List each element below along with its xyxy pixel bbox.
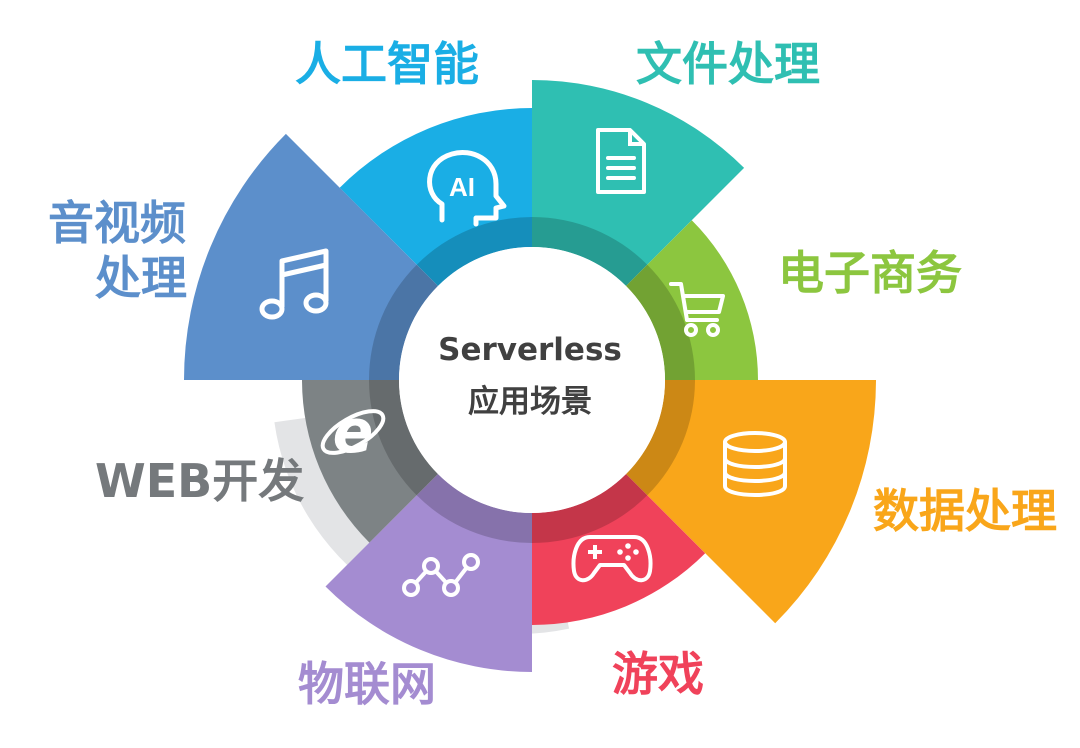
database-icon — [723, 431, 787, 497]
shopping-cart-icon — [669, 282, 725, 337]
segment-band-web — [368, 380, 438, 496]
document-icon — [596, 128, 646, 194]
center-title: Serverless — [438, 332, 622, 368]
music-note-icon — [259, 248, 329, 320]
segment-band-media — [368, 264, 438, 380]
ie-browser-icon: e — [320, 397, 386, 467]
label-game: 游戏 — [612, 647, 704, 701]
label-media-line1: 音视频 — [48, 196, 186, 250]
segment-ecom — [626, 220, 758, 380]
segment-web — [302, 380, 438, 543]
network-icon — [402, 553, 480, 597]
svg-text:e: e — [333, 397, 374, 467]
ring-icons: AI e — [259, 128, 787, 597]
label-web-dev: WEB开发 — [95, 454, 305, 508]
segment-band-ecom — [626, 264, 695, 380]
ai-head-icon: AI — [427, 150, 507, 227]
svg-text:AI: AI — [449, 172, 475, 202]
center-subtitle: 应用场景 — [468, 384, 592, 420]
segment-band-iot — [416, 474, 532, 543]
segment-band-game — [532, 474, 648, 543]
segment-game — [532, 474, 706, 625]
segment-data — [626, 380, 876, 624]
label-ai: 人工智能 — [295, 37, 479, 91]
label-media-line2: 处理 — [95, 251, 187, 305]
label-file-processing: 文件处理 — [636, 37, 820, 91]
gamepad-icon — [571, 535, 653, 583]
segment-band-ai — [416, 216, 532, 286]
center-hole — [399, 247, 665, 513]
segment-band-data — [626, 380, 695, 496]
label-ecommerce: 电子商务 — [778, 246, 962, 300]
segment-band-file — [532, 216, 648, 286]
label-iot: 物联网 — [298, 657, 436, 711]
label-data-processing: 数据处理 — [873, 484, 1057, 538]
segment-file — [532, 80, 745, 286]
ring-segments — [184, 80, 876, 672]
